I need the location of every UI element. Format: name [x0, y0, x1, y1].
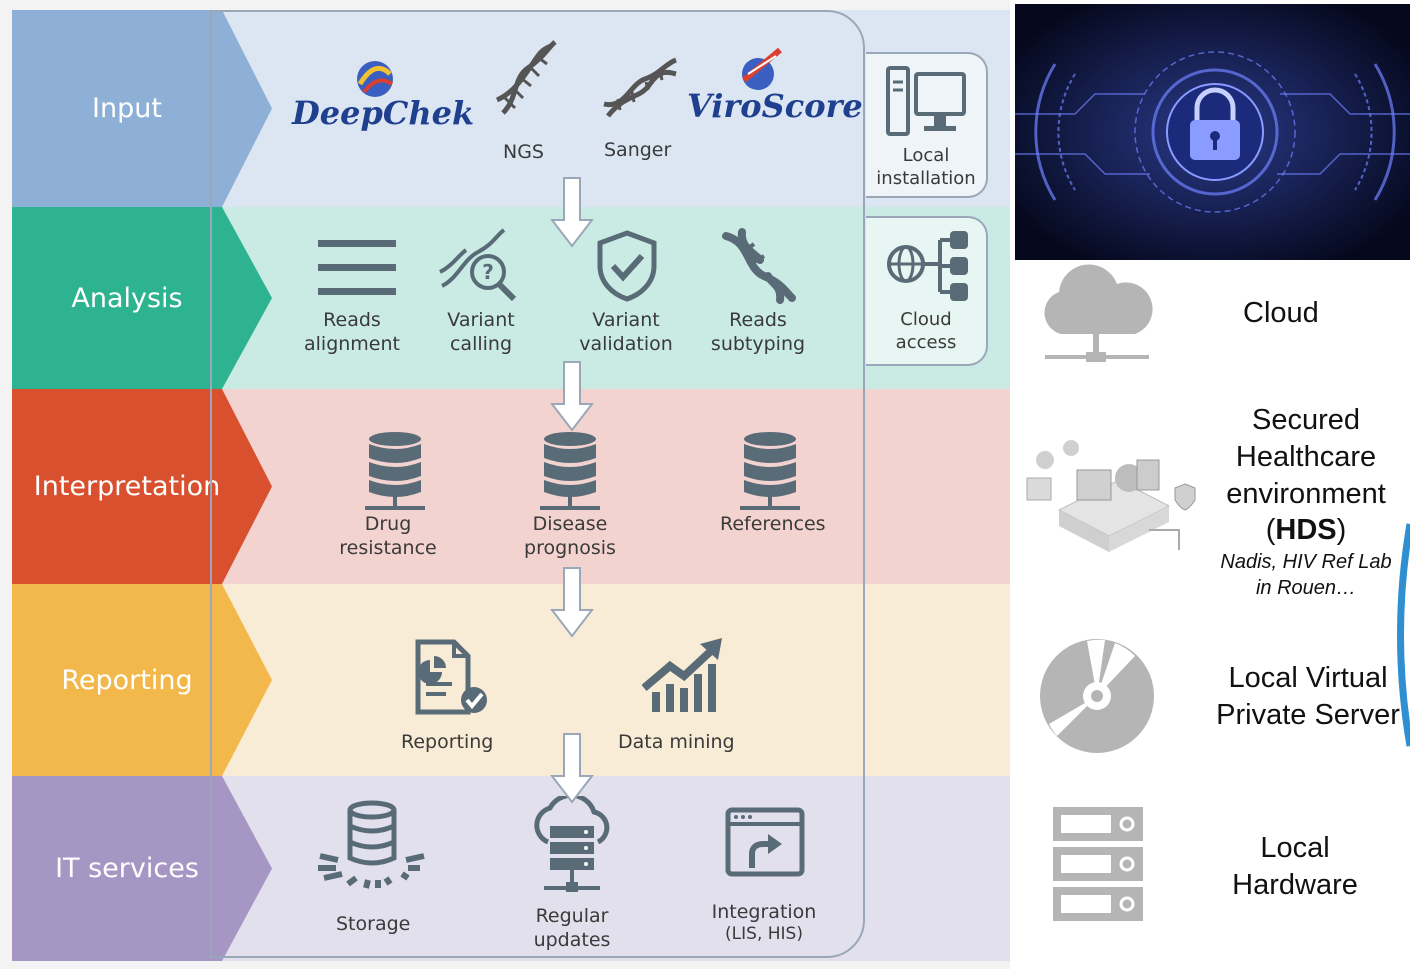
flow-arrow-3: [550, 567, 594, 638]
stage-interpretation: Interpretation: [12, 389, 272, 584]
secured-healthcare-illustration: [1026, 440, 1196, 552]
stage-reporting-label: Reporting: [61, 664, 193, 696]
stage-input-label: Input: [92, 93, 162, 124]
report-document-icon: [415, 639, 487, 715]
reads-alignment-label: Reads alignment: [304, 309, 400, 356]
data-mining-label: Data mining: [618, 731, 735, 753]
disease-prognosis-database-icon: [540, 432, 600, 510]
flow-arrow-1: [550, 177, 594, 248]
integration-window-icon: [725, 807, 805, 877]
blue-arc-decoration: [1397, 523, 1410, 747]
cloud-access-box: Cloud access: [866, 216, 988, 366]
storage-database-icon: [318, 800, 425, 889]
reads-subtyping-label: Reads subtyping: [710, 309, 806, 356]
flow-arrow-2: [550, 361, 594, 432]
cloud-label: Cloud: [1243, 297, 1319, 329]
stage-it-services-label: IT services: [55, 853, 199, 884]
deployment-panel: Cloud Secured Healthcare environment (HD…: [1015, 0, 1410, 969]
reads-alignment-icon: [318, 240, 396, 295]
integration-label: Integration (LIS, HIS): [711, 901, 817, 945]
sanger-dna-icon: [603, 57, 678, 118]
svg-text:?: ?: [482, 260, 494, 284]
viroscore-logo-icon: [742, 47, 782, 90]
disc-icon: [1040, 639, 1154, 753]
drug-resistance-label: Drug resistance: [339, 513, 437, 560]
references-database-icon: [740, 432, 800, 510]
deepchek-logo: DeepChek: [292, 94, 475, 132]
deepchek-logo-icon: [357, 61, 394, 97]
drug-resistance-database-icon: [365, 432, 425, 510]
local-installation-box: Local installation: [866, 52, 988, 198]
variant-calling-icon: ?: [439, 228, 517, 302]
reporting-label: Reporting: [401, 731, 494, 753]
sanger-label: Sanger: [604, 139, 672, 161]
cybersecurity-lock-image: [1015, 4, 1410, 260]
desktop-computer-icon: [886, 66, 966, 136]
storage-label: Storage: [336, 913, 411, 935]
pipeline-diagram: Input Analysis Interpretation Reporting …: [0, 0, 1010, 969]
stage-analysis-label: Analysis: [71, 282, 183, 314]
variant-calling-label: Variant calling: [447, 309, 515, 356]
stage-interpretation-label: Interpretation: [33, 471, 221, 502]
viroscore-logo: ViroScore: [687, 87, 863, 125]
stage-it-services: IT services: [12, 776, 272, 961]
ngs-label: NGS: [503, 141, 544, 163]
server-rack-icon: [1053, 807, 1143, 921]
references-label: References: [720, 513, 826, 535]
flow-arrow-4: [550, 733, 594, 804]
regular-updates-label: Regular updates: [533, 905, 611, 952]
stage-input: Input: [12, 10, 272, 207]
hds-label: Secured Healthcare environment (HDS) Nad…: [1220, 404, 1392, 600]
local-installation-label: Local installation: [876, 145, 976, 190]
globe-network-icon: [887, 231, 968, 301]
cloud-icon: [1033, 264, 1159, 362]
hardware-label: Local Hardware: [1232, 832, 1358, 901]
stage-reporting: Reporting: [12, 584, 272, 776]
data-mining-chart-icon: [642, 638, 722, 712]
cloud-server-update-icon: [534, 796, 610, 892]
dna-strand-icon: [722, 228, 796, 304]
variant-validation-label: Variant validation: [579, 309, 673, 356]
cloud-access-label: Cloud access: [895, 309, 957, 354]
vps-label: Local Virtual Private Server: [1216, 662, 1400, 731]
shield-check-icon: [597, 230, 657, 302]
disease-prognosis-label: Disease prognosis: [524, 513, 616, 560]
stage-analysis: Analysis: [12, 207, 272, 389]
ngs-dna-icon: [495, 40, 557, 115]
